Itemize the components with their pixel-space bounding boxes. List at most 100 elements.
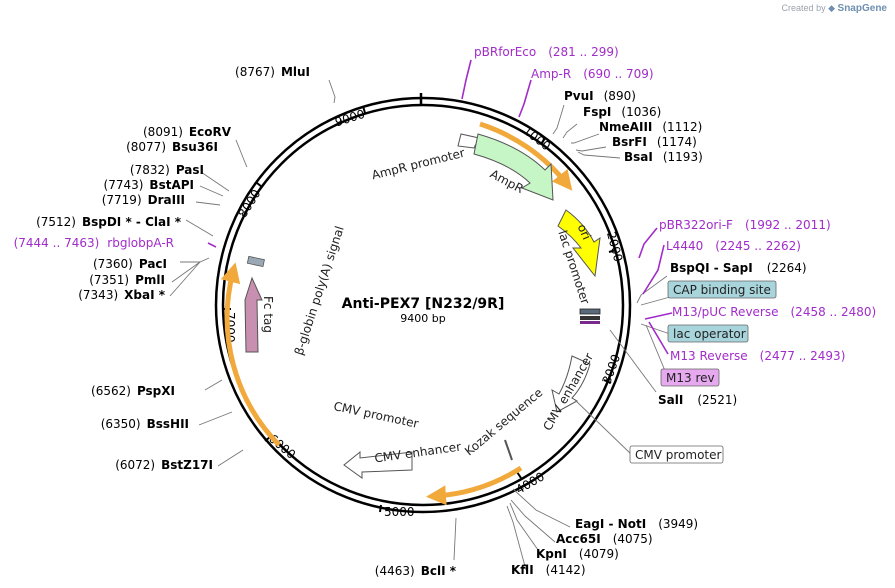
site-position: (2264) [767,261,807,275]
box-lac-operator [667,324,749,343]
primer-lines [207,59,673,355]
plasmid-length: 9400 bp [400,312,445,325]
site-position: (4463) [375,564,415,578]
site-position: (4079) [579,547,619,561]
site-name: XbaI * [124,288,166,302]
site-name: BsaI [624,150,653,164]
svg-text:(8091)EcoRV: (8091)EcoRV [143,125,232,139]
site-position: (7512) [36,215,76,229]
tick-label: 9000 [333,107,366,130]
primer-name: Amp-R [531,67,571,81]
primer-name: M13 Reverse [670,349,748,363]
primer-range: (2458 .. 2480) [791,305,877,319]
svg-text:BsrFI(1174): BsrFI(1174) [612,135,697,149]
svg-text:(7343)XbaI *: (7343)XbaI * [78,288,165,302]
primer-labels: pBRforEco(281 .. 299) Amp-R(690 .. 709) … [14,45,877,363]
site-name: PasI [176,163,204,177]
sites-right: PvuI (890) FspI(1036) NmeAIII(1112) BsrFI… [511,89,807,577]
svg-text:(4463)BclI *: (4463) BclI * [375,564,457,578]
polyA-mark [246,255,265,268]
site-name: DraIII [148,193,185,207]
site-name: KpnI [536,547,567,561]
tick-label: 8000 [235,187,263,220]
site-name: BspQI - SapI [670,261,753,275]
site-name: Bsu36I [172,140,218,154]
site-name: PmlI [135,273,165,287]
boxed-labels: CAP binding site lac operator M13 rev CM… [629,280,777,464]
site-position: (8091) [143,125,183,139]
site-name: BstZ17I [161,458,213,472]
cap-site-mark [580,316,600,320]
site-position: (4075) [613,532,653,546]
svg-text:KflI(4142): KflI (4142) [511,563,586,577]
site-position: (4142) [546,563,586,577]
fc-tag-arrow [244,276,263,353]
svg-text:SalI(2521): SalI (2521) [658,393,737,407]
ori-arrow [557,209,601,278]
site-name: PvuI [564,89,594,103]
feature-label: CMV enhancer [540,351,596,434]
svg-text:(8767)MluI: (8767)MluI [235,65,310,79]
svg-text:EagI - NotI(3949): EagI - NotI(3949) [575,517,698,531]
credit: Created by ◆ SnapGene [782,3,887,14]
site-name: BsrFI [612,135,647,149]
site-name: PacI [139,257,167,271]
site-name: KflI [511,563,534,577]
site-name: BclI * [421,564,457,578]
svg-text:(7360)PacI: (7360) PacI [93,257,167,271]
site-name: PspXI [137,384,175,398]
ampr-highlight [479,121,573,191]
svg-text:(7719)DraIII: (7719)DraIII [102,193,185,207]
cmv-promoter-arrow [343,450,413,479]
svg-text:Amp-R(690 .. 709): Amp-R(690 .. 709) [531,67,654,81]
feature-label: Kozak sequence [462,385,545,458]
svg-text:pBR322ori-F(1992 .. 2011): pBR322ori-F(1992 .. 2011) [659,218,831,232]
primer-name: pBRforEco [474,45,536,59]
site-name: BspDI * - ClaI * [82,215,182,229]
cds-left-highlight [220,262,281,447]
svg-text:(6072)BstZ17I: (6072)BstZ17I [115,458,213,472]
site-position: (7360) [93,257,133,271]
svg-text:BsaI(1193): BsaI (1193) [624,150,703,164]
backbone-outer [214,96,632,514]
feature-label: CMV promoter [332,399,420,431]
svg-text:NmeAIII(1112): NmeAIII(1112) [599,120,702,134]
box-label: M13 rev [666,371,715,385]
svg-text:FspI(1036): FspI(1036) [583,105,661,119]
svg-text:BspQI - SapI(2264): BspQI - SapI (2264) [670,261,807,275]
box-label: CMV promoter [635,448,722,462]
svg-text:(7743)BstAPI: (7743)BstAPI [104,178,194,192]
site-name: BstAPI [149,178,194,192]
feature-label: AmpR promoter [370,146,466,183]
site-name: BssHII [147,417,189,431]
primer-range: (281 .. 299) [548,45,618,59]
plasmid-name: Anti-PEX7 [N232/9R] [342,296,505,312]
svg-text:(7512)BspDI * - ClaI *: (7512) BspDI * - ClaI * [36,215,182,229]
svg-text:M13 Reverse(2477 .. 2493): M13 Reverse (2477 .. 2493) [670,349,845,363]
site-position: (890) [604,89,636,103]
site-position: (1112) [662,120,702,134]
primer-range: (1992 .. 2011) [745,218,831,232]
svg-text:KpnI(4079): KpnI (4079) [536,547,619,561]
site-position: (6350) [101,417,141,431]
site-position: (2521) [697,393,737,407]
site-position: (1193) [663,150,703,164]
svg-text:(7832)PasI: (7832)PasI [130,163,204,177]
site-name: Acc65I [556,532,601,546]
site-position: (8077) [126,140,166,154]
box-cap-site [667,280,777,299]
cmv-enhancer-right-arrow [551,355,591,413]
primer-range: (2477 .. 2493) [760,349,846,363]
svg-text:(6350)BssHII: (6350) BssHII [101,417,189,431]
credit-brand: SnapGene [837,3,887,14]
box-cmv-promoter [629,445,724,464]
primer-name: rbglobpA-R [107,236,174,250]
primer-range: (7444 .. 7463) [14,236,100,250]
site-name: EagI - NotI [575,517,646,531]
site-position: (8767) [235,65,275,79]
primer-name: M13/pUC Reverse [672,305,779,319]
site-name: SalI [658,393,683,407]
svg-text:PvuI(890): PvuI (890) [564,89,636,103]
box-label: lac operator [673,327,746,341]
